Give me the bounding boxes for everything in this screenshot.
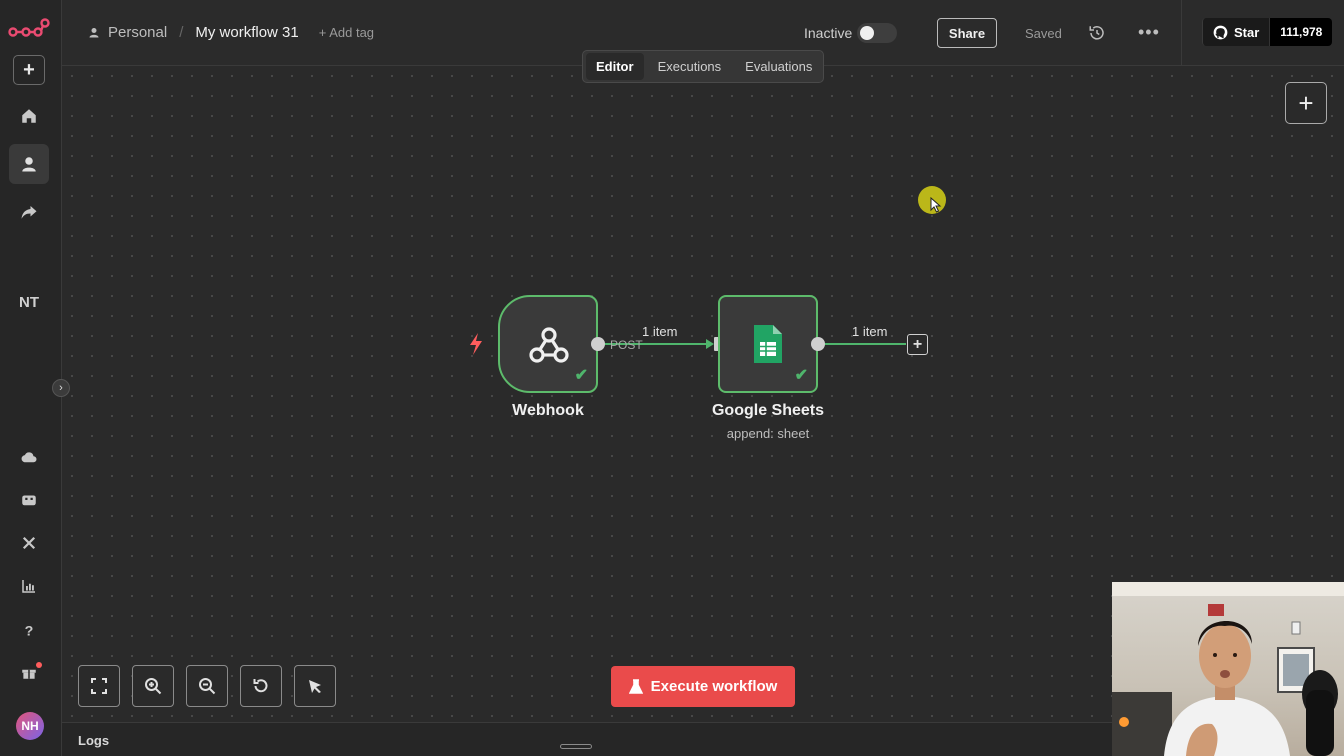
tidy-up-icon	[309, 680, 321, 693]
templates-button[interactable]	[9, 480, 49, 520]
add-node-button[interactable]: +	[1285, 82, 1327, 124]
tab-evaluations[interactable]: Evaluations	[745, 59, 813, 74]
tab-executions[interactable]: Executions	[657, 59, 722, 74]
sheets-output-handle[interactable]	[811, 337, 825, 351]
mouse-pointer-icon	[930, 197, 942, 213]
execute-workflow-button[interactable]: Execute workflow	[611, 666, 795, 707]
add-next-node-button[interactable]: +	[907, 334, 928, 355]
sheets-node-label: Google Sheets	[711, 402, 825, 419]
variables-button[interactable]	[9, 523, 49, 563]
user-icon	[22, 157, 36, 172]
create-new-button[interactable]: +	[13, 55, 45, 85]
svg-text:?: ?	[25, 623, 34, 639]
sidebar: + NT ? NH	[0, 0, 62, 756]
personal-button[interactable]	[9, 144, 49, 184]
insights-button[interactable]	[9, 566, 49, 606]
cloud-button[interactable]	[9, 437, 49, 477]
status-label: Inactive	[804, 25, 853, 41]
chevron-right-icon: ›	[59, 382, 63, 394]
trigger-bolt-icon	[470, 333, 482, 355]
tidy-up-button[interactable]	[294, 665, 336, 707]
active-toggle[interactable]	[857, 23, 897, 43]
reset-zoom-button[interactable]	[240, 665, 282, 707]
n8n-logo-icon[interactable]	[8, 16, 50, 42]
github-star-button[interactable]: Star 111,978	[1202, 18, 1333, 46]
webhook-method-label: POST	[610, 338, 643, 352]
zoom-out-button[interactable]	[186, 665, 228, 707]
tab-editor[interactable]: Editor	[586, 53, 644, 80]
fit-view-icon	[91, 678, 107, 694]
edge-item-count: 1 item	[642, 324, 678, 339]
insights-icon	[22, 580, 35, 593]
share-button[interactable]: Share	[937, 18, 997, 48]
plus-icon: +	[912, 335, 923, 353]
github-star-label: Star	[1234, 24, 1260, 40]
notification-dot	[36, 662, 42, 668]
plus-icon: +	[23, 58, 35, 81]
expand-sidebar-button[interactable]: ›	[52, 379, 70, 397]
toggle-knob	[860, 26, 874, 40]
templates-icon	[22, 495, 36, 506]
zoom-in-icon	[145, 678, 162, 695]
execute-workflow-label: Execute workflow	[650, 678, 778, 695]
share-icon	[21, 206, 37, 219]
reset-icon	[253, 679, 268, 693]
more-options-icon[interactable]: •••	[1138, 22, 1160, 42]
webhook-node[interactable]: ✔	[498, 295, 598, 393]
edge-item-count: 1 item	[852, 324, 888, 339]
whats-new-button[interactable]	[9, 652, 49, 692]
zoom-in-button[interactable]	[132, 665, 174, 707]
project-link[interactable]: Personal	[108, 24, 168, 41]
success-check-icon: ✔	[574, 367, 588, 384]
github-star-count[interactable]: 111,978	[1269, 18, 1333, 46]
webhook-icon	[529, 327, 569, 363]
history-icon[interactable]	[1088, 24, 1106, 42]
flask-icon	[628, 678, 643, 694]
github-star[interactable]: Star	[1203, 18, 1270, 46]
google-sheets-node[interactable]: ✔	[718, 295, 818, 393]
avatar[interactable]: NH	[16, 712, 44, 740]
sheets-node-subtitle: append: sheet	[726, 426, 810, 441]
help-icon: ?	[25, 623, 34, 639]
cloud-icon	[21, 452, 37, 463]
view-tabs: Editor Executions Evaluations	[582, 50, 824, 83]
zoom-out-icon	[199, 678, 216, 695]
help-button[interactable]: ?	[9, 610, 49, 650]
variables-icon	[22, 536, 36, 550]
breadcrumb-separator: /	[179, 24, 184, 41]
github-icon	[1213, 25, 1228, 39]
success-check-icon: ✔	[794, 367, 808, 384]
breadcrumb: Personal / My workflow 31 + Add tag	[88, 24, 374, 41]
user-icon	[89, 28, 99, 38]
project-initials[interactable]: NT	[19, 294, 39, 311]
add-tag-button[interactable]: + Add tag	[318, 25, 375, 40]
home-icon	[22, 109, 36, 123]
webhook-node-label: Webhook	[512, 402, 584, 419]
presenter-video	[1112, 582, 1344, 756]
webhook-output-handle[interactable]	[591, 337, 605, 351]
plus-icon: +	[1298, 87, 1314, 118]
fit-view-button[interactable]	[78, 665, 120, 707]
saved-status: Saved	[1025, 26, 1062, 41]
logs-label[interactable]: Logs	[78, 733, 110, 748]
home-button[interactable]	[9, 96, 49, 136]
divider	[1181, 0, 1182, 66]
google-sheets-icon	[754, 325, 782, 363]
shared-button[interactable]	[9, 192, 49, 232]
webcam-overlay	[1112, 582, 1344, 756]
logs-resize-handle[interactable]	[560, 744, 592, 749]
gift-icon	[22, 669, 36, 679]
workflow-title[interactable]: My workflow 31	[195, 24, 299, 41]
